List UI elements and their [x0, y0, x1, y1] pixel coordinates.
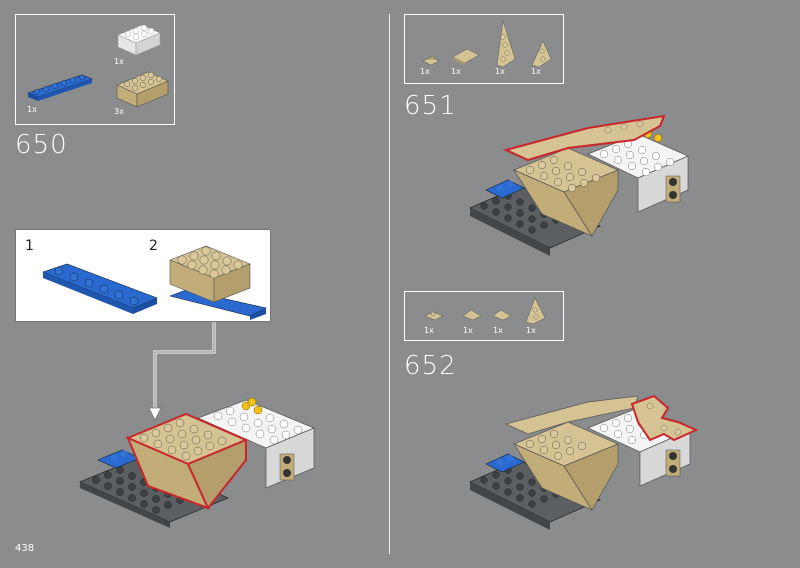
part-qty: 1x: [531, 67, 541, 76]
tan-brick-part: [116, 71, 169, 108]
part-qty: 1x: [424, 326, 434, 335]
part-qty: 1x: [526, 326, 536, 335]
tan-slope-small-part: [422, 55, 440, 66]
white-brick-part: [117, 24, 161, 56]
step-number: 651: [404, 91, 457, 121]
part-qty: 1x: [463, 326, 473, 335]
parts-box-650: 1x 1x 3x: [15, 14, 175, 125]
parts-box-652: 1x 1x 1x 1x: [404, 291, 564, 341]
part-qty: 1x: [495, 67, 505, 76]
part-qty: 1x: [493, 326, 503, 335]
part-qty: 1x: [27, 105, 37, 114]
tan-tile-part: [452, 48, 480, 65]
tan-brick-on-plate-substep: [168, 245, 267, 320]
page-divider: [389, 14, 390, 554]
part-qty: 3x: [114, 107, 124, 116]
subassembly-box: 1 2: [15, 229, 271, 322]
blue-plate-substep: [42, 263, 158, 314]
tan-wedge-part: [525, 297, 546, 325]
part-qty: 1x: [451, 67, 461, 76]
tan-tooth-part: [462, 309, 482, 321]
tan-wedge-short-part: [531, 40, 552, 68]
tan-slope-part: [424, 311, 444, 321]
part-qty: 1x: [114, 57, 124, 66]
model-step-651: [469, 114, 689, 256]
blue-plate-part: [27, 74, 93, 101]
parts-box-651: 1x 1x 1x 1x: [404, 14, 564, 84]
tan-tooth-b-part: [492, 309, 512, 321]
substep-number: 2: [149, 238, 158, 254]
tan-wedge-long-part: [496, 20, 516, 68]
model-step-652: [469, 394, 699, 530]
model-step-650: [79, 397, 315, 528]
page-number: 438: [15, 543, 35, 554]
step-number: 652: [404, 351, 457, 381]
substep-number: 1: [25, 238, 34, 254]
step-number: 650: [15, 130, 68, 160]
part-qty: 1x: [420, 67, 430, 76]
